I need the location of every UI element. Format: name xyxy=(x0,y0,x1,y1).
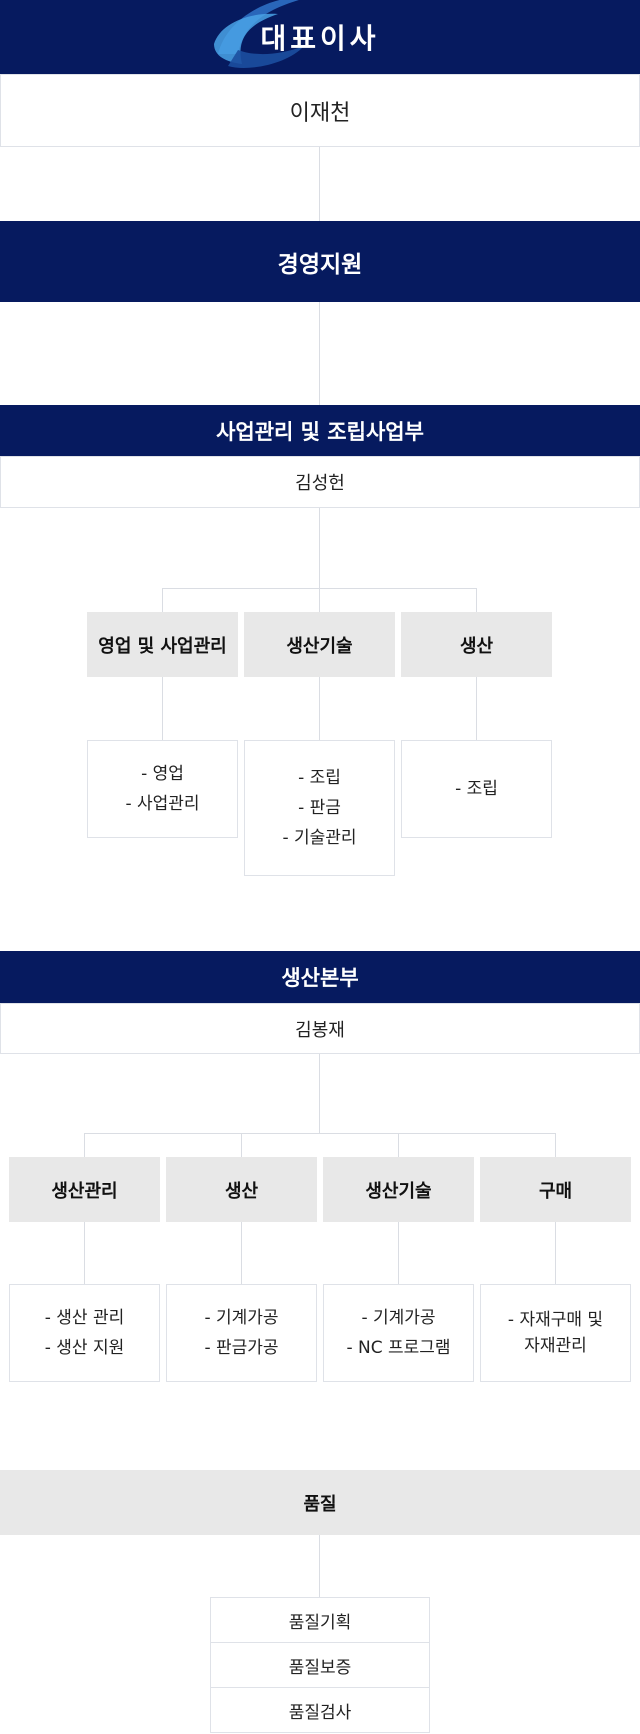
production-team-name: 생산 xyxy=(224,1180,259,1202)
business-division-head-box: 김성헌 xyxy=(0,456,640,508)
business-team-card: 영업 및 사업관리 xyxy=(87,612,238,677)
duty-item: - 자재구매 및 xyxy=(507,1310,604,1330)
management-support-header: 경영지원 xyxy=(0,221,640,302)
business-team-duties: - 조립 xyxy=(401,740,552,838)
business-division-header: 사업관리 및 조립사업부 xyxy=(0,405,640,456)
business-team-name: 생산기술 xyxy=(286,635,353,657)
connector-production-team3-duty xyxy=(398,1222,399,1284)
quality-title: 품질 xyxy=(303,1493,337,1515)
duty-item: - 기계가공 xyxy=(204,1308,279,1328)
quality-header: 품질 xyxy=(0,1470,640,1535)
production-team-duties: - 자재구매 및 자재관리 xyxy=(480,1284,631,1382)
production-team-card: 생산 xyxy=(166,1157,317,1222)
quality-item-label: 품질기획 xyxy=(288,1612,352,1633)
connector-quality-items xyxy=(319,1535,320,1597)
connector-production-team4-drop xyxy=(555,1133,556,1157)
production-team-name: 구매 xyxy=(538,1180,573,1202)
management-support-title: 경영지원 xyxy=(277,251,363,278)
connector-support-business xyxy=(319,302,320,405)
business-team-card: 생산 xyxy=(401,612,552,677)
connector-production-team1-duty xyxy=(84,1222,85,1284)
connector-production-team2-drop xyxy=(241,1133,242,1157)
duty-item: - 기계가공 xyxy=(361,1308,436,1328)
business-team-card: 생산기술 xyxy=(244,612,395,677)
connector-ceo-support xyxy=(319,146,320,222)
production-team-card: 생산관리 xyxy=(9,1157,160,1222)
ceo-name: 이재천 xyxy=(289,100,351,126)
business-team-duties: - 조립 - 판금 - 기술관리 xyxy=(244,740,395,876)
connector-production-teams-bar xyxy=(84,1133,556,1134)
business-team-name: 생산 xyxy=(459,635,494,657)
duty-item: 자재관리 xyxy=(524,1336,587,1356)
duty-item: - 조립 xyxy=(455,779,498,799)
connector-production-team3-drop xyxy=(398,1133,399,1157)
production-team-card: 구매 xyxy=(480,1157,631,1222)
connector-business-teams-trunk xyxy=(319,507,320,588)
production-division-head-box: 김봉재 xyxy=(0,1003,640,1054)
business-division-title: 사업관리 및 조립사업부 xyxy=(216,419,424,444)
connector-production-team4-duty xyxy=(555,1222,556,1284)
ceo-name-box: 이재천 xyxy=(0,74,640,147)
duty-item: - 영업 xyxy=(141,764,184,784)
quality-item: 품질보증 xyxy=(210,1642,430,1688)
connector-business-team3-duty xyxy=(476,677,477,740)
duty-item: - 판금가공 xyxy=(204,1338,279,1358)
production-team-duties: - 기계가공 - NC 프로그램 xyxy=(323,1284,474,1382)
production-division-header: 생산본부 xyxy=(0,951,640,1003)
connector-business-team1-duty xyxy=(162,677,163,740)
quality-item: 품질검사 xyxy=(210,1687,430,1733)
duty-item: - 판금 xyxy=(298,798,341,818)
connector-production-team1-drop xyxy=(84,1133,85,1157)
ceo-title: 대표이사 xyxy=(260,22,380,55)
business-team-duties: - 영업 - 사업관리 xyxy=(87,740,238,838)
production-team-name: 생산관리 xyxy=(51,1180,118,1202)
business-division-head: 김성헌 xyxy=(295,473,345,494)
quality-item: 품질기획 xyxy=(210,1597,430,1643)
connector-production-teams-trunk xyxy=(319,1053,320,1133)
business-team-name: 영업 및 사업관리 xyxy=(98,635,227,657)
ceo-header: 대표이사 xyxy=(0,0,640,74)
duty-item: - 기술관리 xyxy=(282,828,357,848)
duty-item: - 생산 지원 xyxy=(44,1338,125,1358)
production-team-duties: - 생산 관리 - 생산 지원 xyxy=(9,1284,160,1382)
connector-business-team1-drop xyxy=(162,588,163,612)
production-team-card: 생산기술 xyxy=(323,1157,474,1222)
connector-production-team2-duty xyxy=(241,1222,242,1284)
connector-business-team3-drop xyxy=(476,588,477,612)
duty-item: - 사업관리 xyxy=(125,794,200,814)
production-team-duties: - 기계가공 - 판금가공 xyxy=(166,1284,317,1382)
duty-item: - 생산 관리 xyxy=(44,1308,125,1328)
production-team-name: 생산기술 xyxy=(365,1180,432,1202)
duty-item: - 조립 xyxy=(298,768,341,788)
connector-business-team2-duty xyxy=(319,677,320,740)
quality-item-label: 품질검사 xyxy=(288,1702,352,1723)
quality-item-label: 품질보증 xyxy=(288,1657,352,1678)
production-division-head: 김봉재 xyxy=(295,1019,345,1041)
production-division-title: 생산본부 xyxy=(281,966,359,990)
connector-business-team2-drop xyxy=(319,588,320,612)
duty-item: - NC 프로그램 xyxy=(346,1338,451,1358)
company-logo-swirl-icon xyxy=(214,0,304,68)
